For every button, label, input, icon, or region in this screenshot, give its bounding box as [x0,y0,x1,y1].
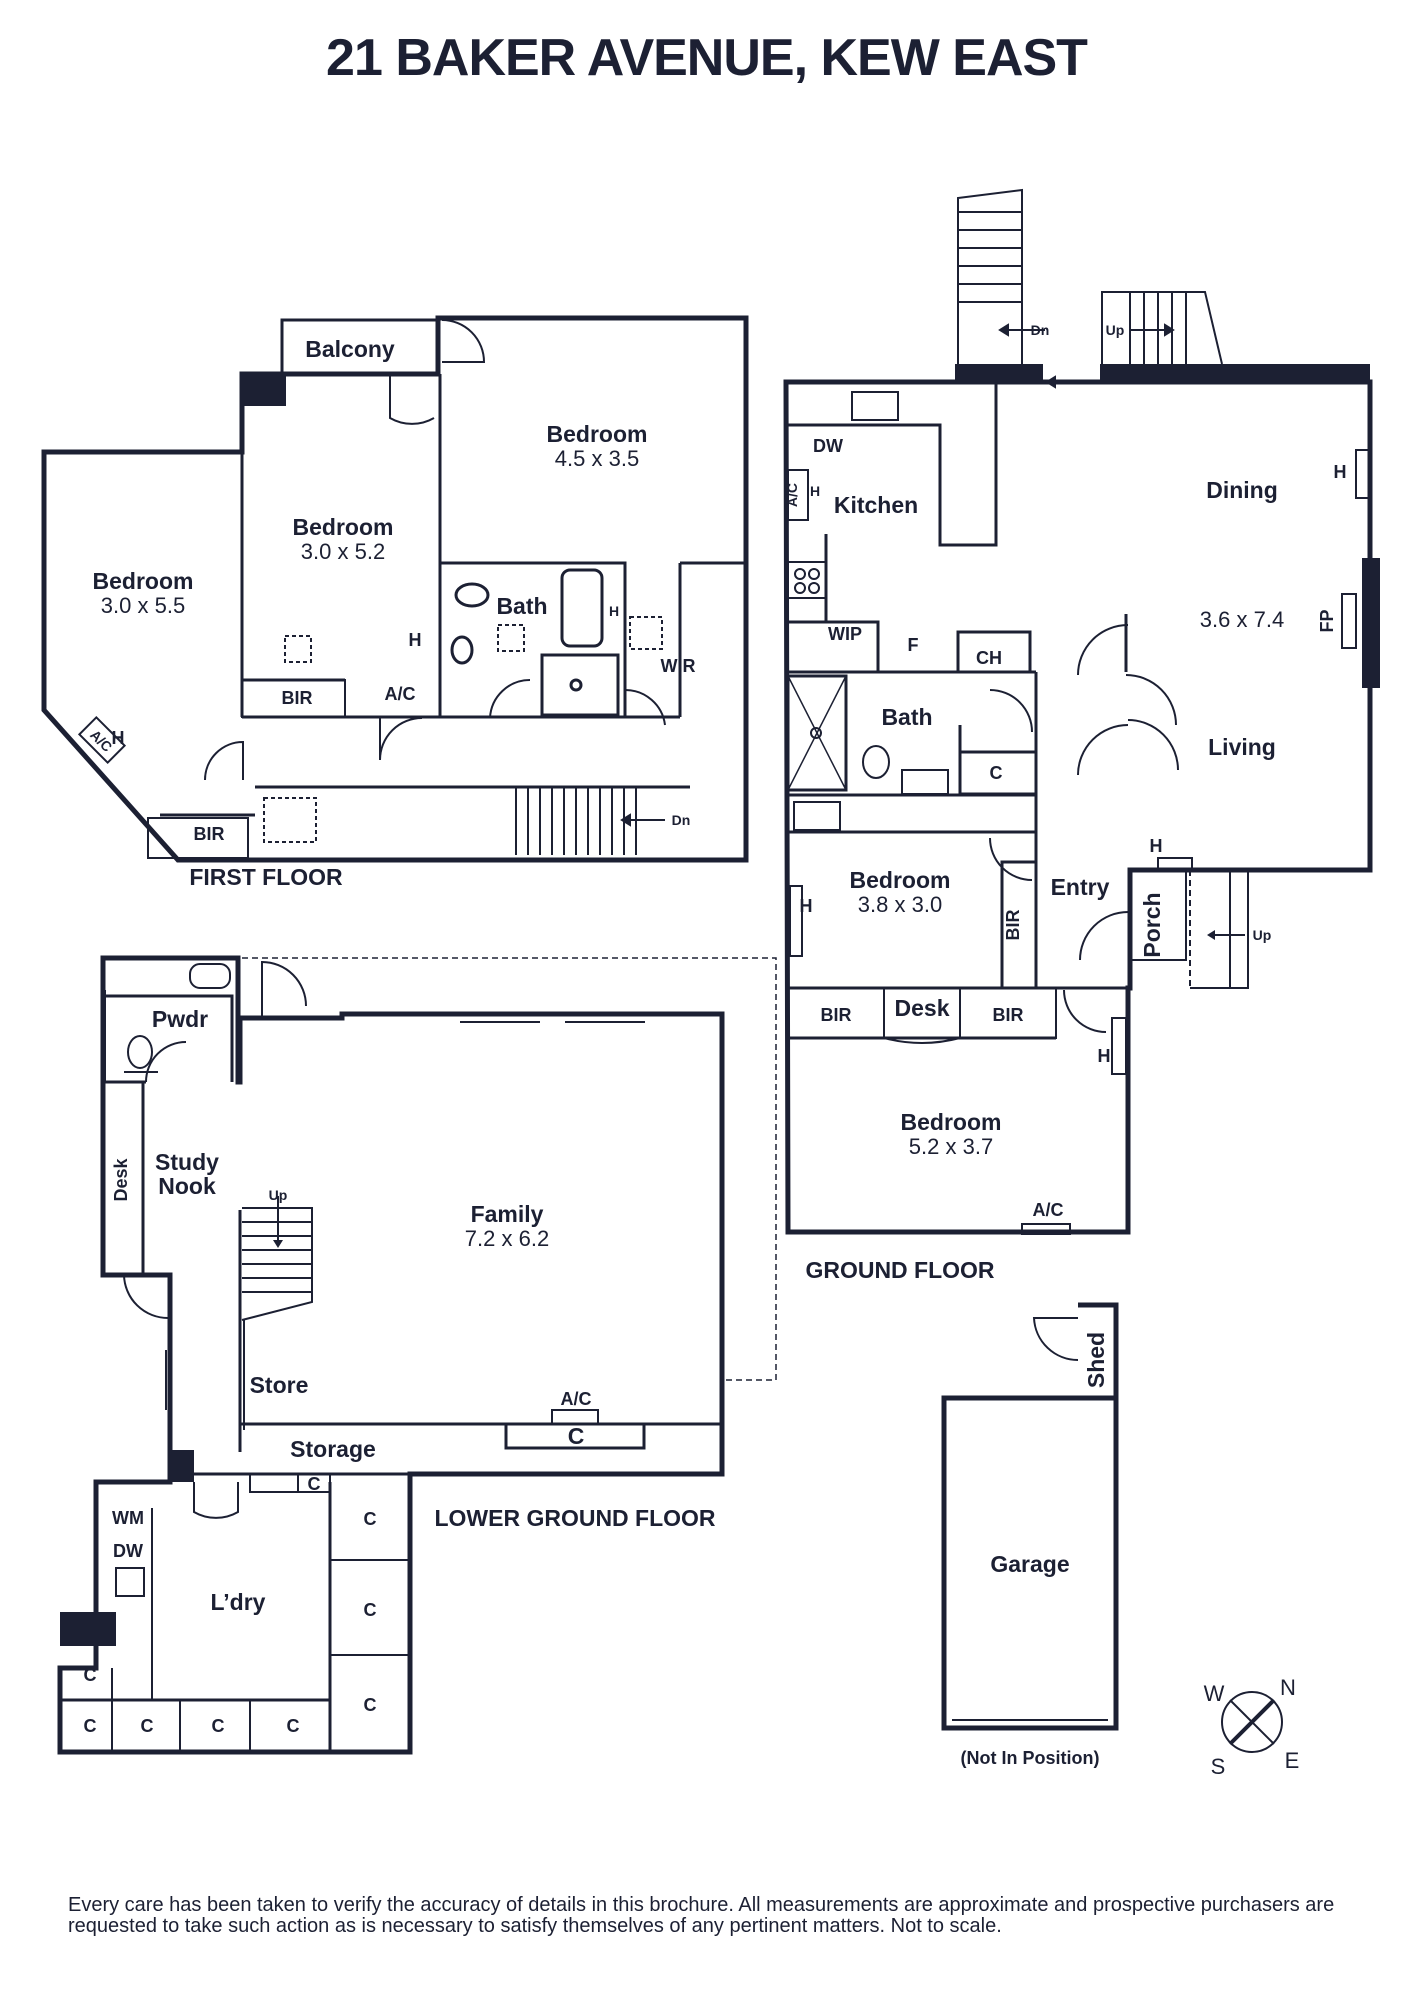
porch-label: Porch [1139,892,1165,957]
chimney-block [242,372,286,406]
family-size: 7.2 x 6.2 [465,1226,549,1251]
lg-dw-label: DW [113,1541,143,1561]
gf-bedroom-a-label: Bedroom [850,867,951,893]
laundry-label: L’dry [211,1589,266,1615]
lg-cupboard-8: C [212,1716,225,1736]
lg-cupboard-6: C [84,1716,97,1736]
lg-cupboard-5: C [84,1665,97,1685]
gf-bath-label: Bath [881,704,932,730]
ff-bedroom-a-label: Bedroom [547,421,648,447]
ff-bedroom-c-size: 3.0 x 5.5 [101,593,185,618]
porch-stair-up: Up [1253,927,1272,943]
lg-cupboard-3: C [364,1600,377,1620]
gf-bedroom-b-label: Bedroom [901,1109,1002,1135]
first-floor-stairs [515,787,665,855]
lg-cupboard-1: C [308,1474,321,1494]
fp-label: FP [1317,609,1337,632]
ff-bath-label: Bath [496,593,547,619]
ff-bedroom-b-label: Bedroom [293,514,394,540]
pwdr-label: Pwdr [152,1006,208,1032]
lg-stair-up: Up [269,1187,288,1203]
wm-label: WM [112,1508,144,1528]
gf-desk-label: Desk [895,995,950,1021]
storage-label: Storage [290,1436,376,1462]
gf-heater-bed2: H [1098,1046,1111,1066]
gf-ac-label: A/C [1033,1200,1064,1220]
nook-label: Nook [158,1173,216,1199]
fireplace-block [1362,558,1380,688]
ff-bedroom-a-size: 4.5 x 3.5 [555,446,639,471]
rear-stairs [957,188,1223,389]
store-label: Store [250,1372,309,1398]
kitchen-label: Kitchen [834,492,918,518]
compass-w: W [1204,1681,1225,1706]
first-floor-plan [41,315,749,863]
ff-heater-1: H [409,630,422,650]
lg-cupboard-7: C [141,1716,154,1736]
gf-bedroom-a-size: 3.8 x 3.0 [858,892,942,917]
lg-cupboard-main: C [568,1423,585,1449]
lg-desk-label: Desk [111,1157,131,1201]
ground-floor-plan [783,188,1380,1235]
gf-heater-kitchen: H [810,483,820,499]
fridge-label: F [908,635,919,655]
wip-label: WIP [828,624,862,644]
lower-ground-floor-title: LOWER GROUND FLOOR [434,1505,715,1531]
gf-stair-up: Up [1106,322,1125,338]
lg-ac-label: A/C [561,1389,592,1409]
compass-n: N [1280,1675,1296,1700]
compass [1221,1691,1283,1753]
dining-living-size: 3.6 x 7.4 [1200,607,1284,632]
ff-bir-1-label: BIR [282,688,313,708]
gf-heater-bed: H [800,896,813,916]
compass-e: E [1285,1748,1300,1773]
disclaimer: Every care has been taken to verify the … [68,1894,1335,1937]
lower-ground-floor-plan [57,955,777,1755]
living-label: Living [1208,734,1276,760]
ff-heater-3: H [609,603,619,619]
ff-heater-2: H [112,728,125,748]
lg-cupboard-9: C [287,1716,300,1736]
entry-label: Entry [1051,874,1110,900]
gf-ac-unit-label: A/C [784,483,800,507]
gf-cupboard-label: C [990,763,1003,783]
gf-heater-entry: H [1150,836,1163,856]
family-label: Family [471,1201,544,1227]
ff-stair-dn: Dn [672,812,691,828]
lg-cupboard-2: C [364,1509,377,1529]
gf-bir-rot-label: BIR [1003,910,1023,941]
compass-s: S [1211,1754,1226,1779]
gf-bir-2-label: BIR [993,1005,1024,1025]
balcony-label: Balcony [305,336,395,362]
outbuildings [941,1302,1119,1731]
shed-label: Shed [1083,1332,1109,1388]
ff-bedroom-b-size: 3.0 x 5.2 [301,539,385,564]
dw-label: DW [813,436,843,456]
gf-stair-dn: Dn [1031,322,1050,338]
study-label: Study [155,1149,219,1175]
ff-bedroom-c-label: Bedroom [93,568,194,594]
gf-bir-1-label: BIR [821,1005,852,1025]
ff-wir-label: WIR [661,656,696,676]
ch-label: CH [976,648,1002,668]
first-floor-title: FIRST FLOOR [189,864,343,890]
gf-bedroom-b-size: 5.2 x 3.7 [909,1134,993,1159]
not-in-position-label: (Not In Position) [961,1748,1100,1768]
garage-label: Garage [990,1551,1069,1577]
dining-label: Dining [1206,477,1278,503]
ff-ac-label: A/C [385,684,416,704]
ff-bir-2-label: BIR [194,824,225,844]
ground-floor-title: GROUND FLOOR [805,1257,994,1283]
lg-cupboard-4: C [364,1695,377,1715]
gf-heater-dining: H [1334,462,1347,482]
page-title: 21 BAKER AVENUE, KEW EAST [326,29,1088,87]
